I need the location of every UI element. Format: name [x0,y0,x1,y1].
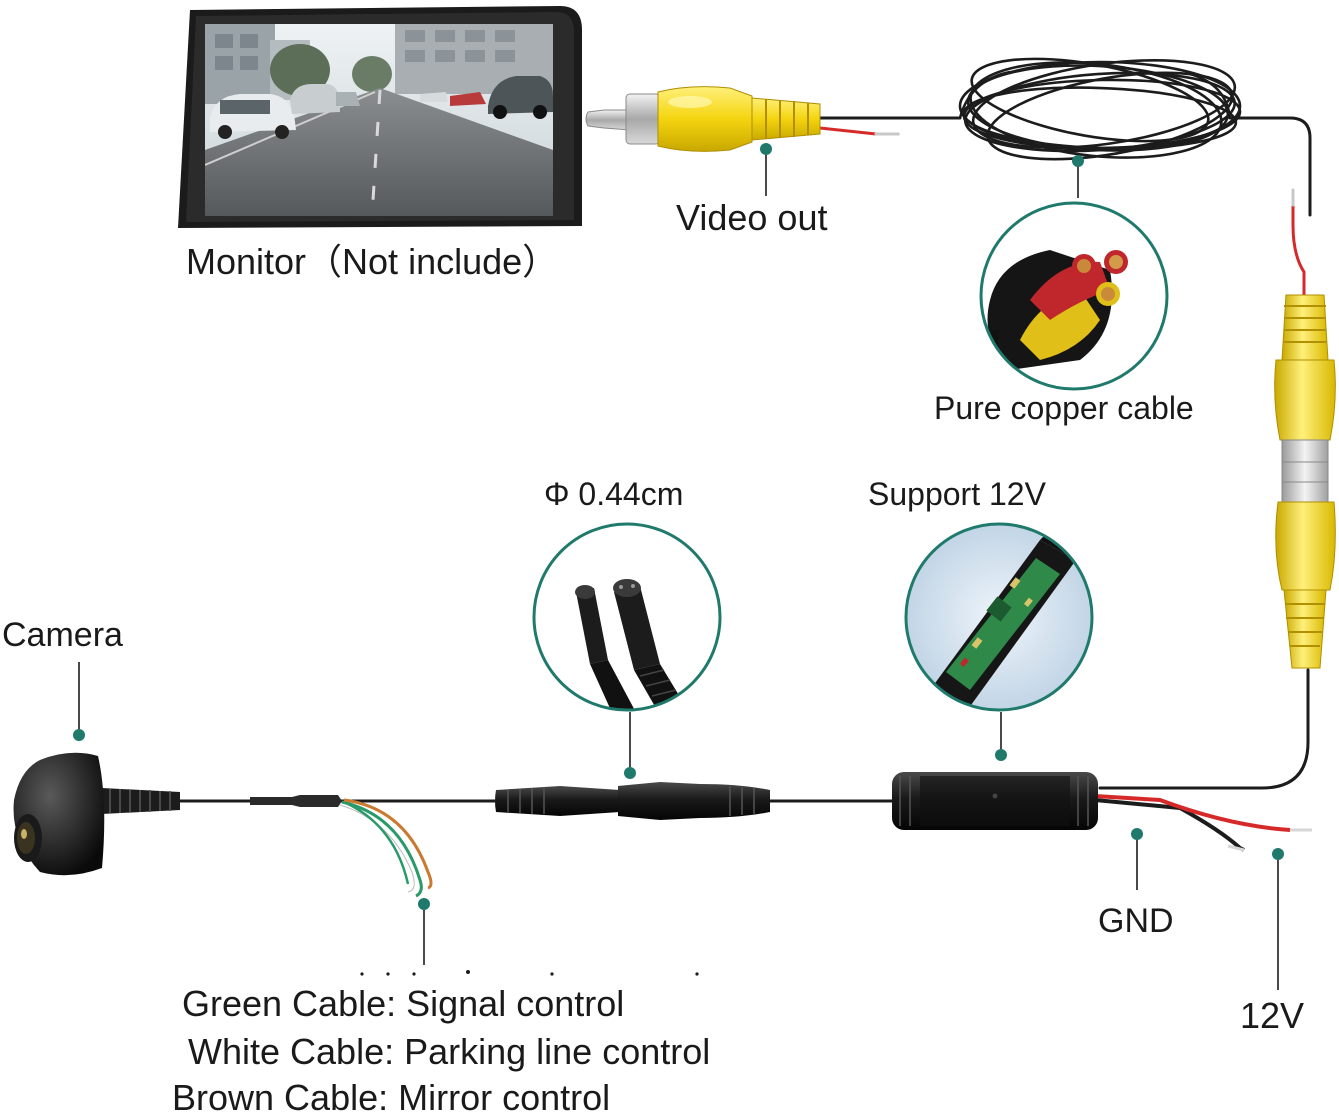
power-filter-circuit-icon [904,522,1094,712]
rca-coupler-icon [1274,294,1336,669]
brown-cable-label: Brown Cable: Mirror control [172,1077,611,1116]
white-cable-label: White Cable: Parking line control [188,1031,711,1072]
video-out-label: Video out [676,197,828,238]
gnd-label: GND [1098,902,1174,940]
power-filter-box [892,772,1098,830]
pointer-dots [73,143,1284,910]
four-pin-connector-icon [495,782,770,820]
green-cable-label: Green Cable: Signal control [182,983,625,1024]
decorative-dots [360,970,699,976]
connector-closeup-icon [532,522,722,712]
top-cable [818,116,1312,790]
monitor-label: Monitor（Not include） [186,241,559,282]
v12-label: 12V [1240,995,1305,1036]
rca-plug-icon [585,86,821,152]
coiled-cable [958,57,1242,161]
diameter-label: Φ 0.44cm [544,476,684,512]
monitor-screen-icon [178,6,582,228]
main-cable [180,794,1312,898]
camera-label: Camera [2,616,123,654]
pointer-lines [78,150,1279,990]
support-12v-label: Support 12V [868,476,1046,512]
rear-camera-icon [13,752,180,876]
copper-cable-cross-section-icon [979,201,1169,391]
pure-copper-label: Pure copper cable [934,390,1194,426]
